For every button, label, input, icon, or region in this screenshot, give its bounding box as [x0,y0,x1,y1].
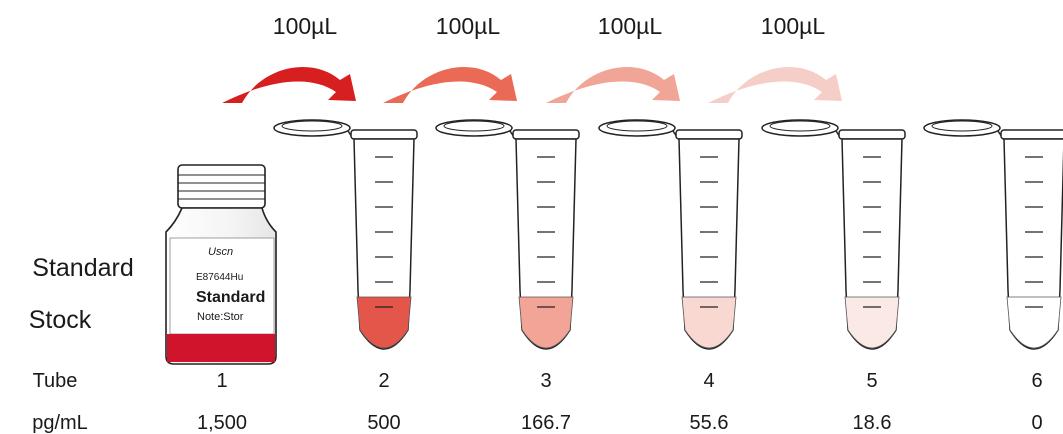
transfer-volume-label: 100µL [273,13,338,39]
transfer-arrow: 100µL [708,13,842,103]
tube-lid-rim [281,120,343,132]
tube-concentration: 55.6 [690,412,729,434]
bottle-label [169,237,275,335]
tube-liquid [1006,296,1062,349]
tube-lid-rim [606,120,668,132]
arrow-body [222,66,356,103]
transfer-volume-label: 100µL [761,13,826,39]
tube-rim [1000,129,1063,140]
bottle-brand: Uscn [208,246,233,258]
tube-rim [512,129,580,140]
arrow-body [383,66,517,103]
conc-row-label: pg/mL [32,412,88,434]
microtube [273,119,418,350]
tube-lid [923,119,1001,137]
bottle-title: Standard [196,289,265,306]
tube-lid-rim [931,120,993,132]
tube-concentration: 1,500 [197,412,247,434]
transfer-volume-label: 100µL [436,13,501,39]
tube-lid [435,119,513,137]
stock-label: Standard [32,254,133,282]
tube-lid [273,119,351,137]
transfer-arrow: 100µL [222,13,356,103]
tube-number: 5 [866,370,877,392]
transfer-arrow: 100µL [546,13,680,103]
transfer-volume-label: 100µL [598,13,663,39]
tubes [273,119,1063,350]
tube-lid [598,119,676,137]
bottle-code: E87644Hu [196,272,243,283]
tube-concentration: 166.7 [521,412,571,434]
tube-liquid [681,296,737,349]
tube-liquid [356,296,412,349]
tube-lid-rim [443,120,505,132]
stock-label: Stock [29,306,92,334]
tube-number: 2 [378,370,389,392]
bottle-note: Note:Stor [197,311,244,323]
microtube [598,119,743,350]
microtube [761,119,906,350]
tube-number: 4 [703,370,714,392]
transfer-arrow: 100µL [383,13,517,103]
microtube [435,119,580,350]
microtube [923,119,1063,350]
tube-liquid [844,296,900,349]
stock-bottle: Uscn E87644Hu Standard Note:Stor [165,164,277,365]
tube-lid-rim [769,120,831,132]
tube-row-label: Tube [33,370,78,392]
tube-rim [838,129,906,140]
tube-liquid [518,296,574,349]
arrow-body [546,66,680,103]
tube-lid [761,119,839,137]
tube-labels: 1 1,500 2 500 3 166.7 4 55.6 5 18.6 6 0 [197,370,1043,434]
tube-rim [675,129,743,140]
tube-concentration: 18.6 [853,412,892,434]
tube-number: 3 [540,370,551,392]
bottle-band [167,334,275,362]
arrow-body [708,66,842,103]
bottle-cap [177,164,266,209]
tube-number: 1 [216,370,227,392]
tube-rim [350,129,418,140]
tube-concentration: 0 [1031,412,1042,434]
tube-concentration: 500 [367,412,400,434]
tube-number: 6 [1031,370,1042,392]
